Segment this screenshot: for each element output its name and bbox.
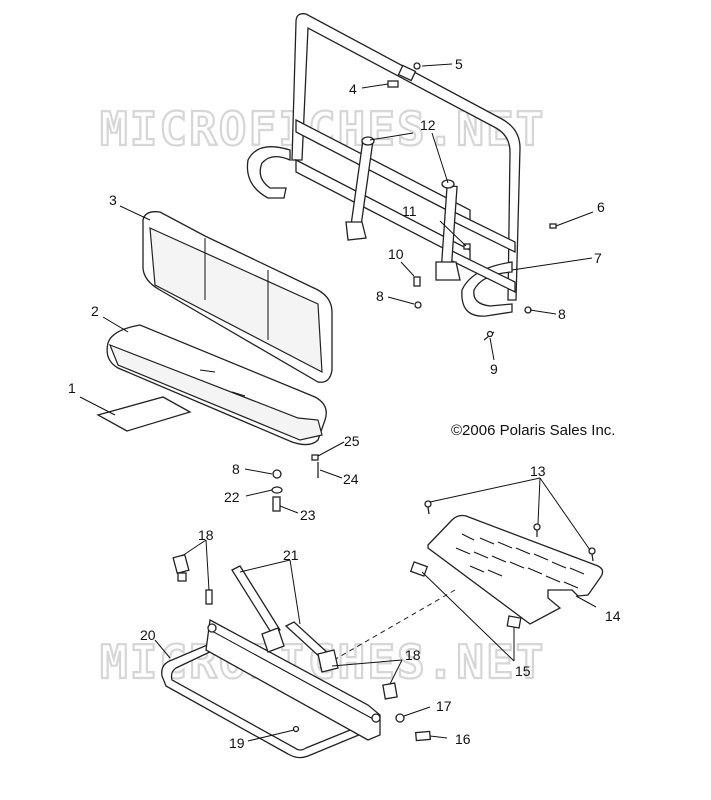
callout-16: 16 (455, 731, 471, 747)
callout-6: 6 (597, 199, 605, 215)
part-18-buckles (172, 553, 398, 700)
part-3-seat-back (142, 211, 333, 383)
callout-24: 24 (343, 471, 359, 487)
callout-17: 17 (436, 698, 452, 714)
callout-5: 5 (455, 56, 463, 72)
callout-14: 14 (605, 608, 621, 624)
callout-18-lower: 18 (405, 647, 421, 663)
part-14-plate (427, 514, 604, 625)
callout-8-center: 8 (232, 461, 240, 477)
callout-labels: 1 2 3 4 5 6 7 8 8 8 9 10 11 12 13 14 15 … (68, 56, 621, 751)
callout-4: 4 (349, 81, 357, 97)
callout-8-upper-right: 8 (558, 306, 566, 322)
callout-8-upper-left: 8 (376, 288, 384, 304)
part-7-roll-bar (246, 13, 521, 317)
part-2-seat-cushion (106, 324, 327, 446)
part-20-base-frame (161, 618, 381, 759)
callout-21: 21 (283, 547, 299, 563)
callout-11: 11 (402, 203, 417, 219)
callout-15: 15 (515, 663, 531, 679)
callout-25: 25 (344, 433, 360, 449)
part-21-seat-belts (231, 565, 339, 673)
callout-7: 7 (594, 250, 602, 266)
callout-9: 9 (490, 361, 498, 377)
callout-23: 23 (300, 507, 316, 523)
callout-22: 22 (224, 489, 240, 505)
callout-1: 1 (68, 380, 76, 396)
copyright-text: ©2006 Polaris Sales Inc. (451, 422, 615, 439)
hardware-upper (387, 62, 557, 341)
callout-13: 13 (530, 463, 546, 479)
part-13-screws (424, 500, 596, 562)
callout-10: 10 (388, 246, 404, 262)
parts-16-17-hardware (395, 713, 432, 742)
callout-3: 3 (109, 192, 117, 208)
callout-19: 19 (229, 735, 245, 751)
part-1-pad (96, 396, 192, 432)
callout-12: 12 (420, 117, 436, 133)
callout-2: 2 (91, 303, 99, 319)
callout-18-upper: 18 (198, 527, 214, 543)
callout-20: 20 (140, 627, 156, 643)
hardware-center (271, 454, 319, 512)
leader-lines (79, 63, 597, 742)
alignment-line (319, 589, 456, 669)
